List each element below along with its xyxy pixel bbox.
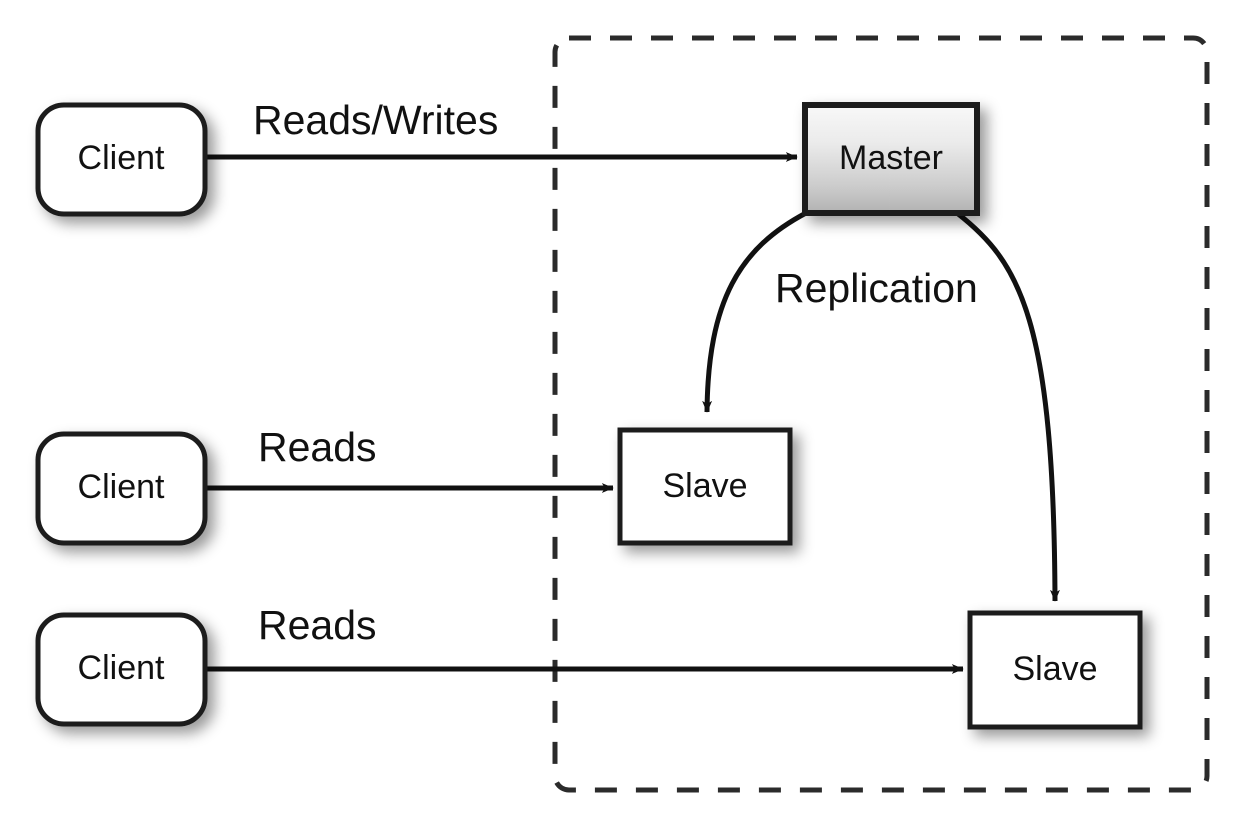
client-label: Client [78,649,165,687]
edge-curve [702,210,808,413]
slave-label: Slave [662,467,747,505]
node-slave-2[interactable]: Slave [967,610,1143,730]
node-client-3[interactable]: Client [35,612,208,727]
node-master[interactable]: Master [802,102,980,216]
client-label: Client [78,468,165,506]
node-client-2[interactable]: Client [35,431,208,546]
node-client-1[interactable]: Client [35,102,208,217]
client-label: Client [78,139,165,177]
slave-label: Slave [1012,650,1097,688]
client-box[interactable] [35,431,208,546]
node-slave-1[interactable]: Slave [617,427,793,546]
slave-box[interactable] [617,427,793,546]
slave-box[interactable] [967,610,1143,730]
master-box[interactable] [802,102,980,216]
edge-master-to-slave2-replication [955,211,1060,602]
edge-label-reads-slave1: Reads [258,424,377,470]
client-box[interactable] [35,102,208,217]
edge-label-reads-writes: Reads/Writes [253,97,498,143]
master-label: Master [839,139,943,177]
edge-label-replication: Replication [775,265,978,311]
client-box[interactable] [35,612,208,727]
edge-curve [955,211,1060,602]
cluster-boundary [552,35,1210,793]
edge-master-to-slave1-replication [702,210,808,413]
edge-label-reads-slave2: Reads [258,602,377,648]
